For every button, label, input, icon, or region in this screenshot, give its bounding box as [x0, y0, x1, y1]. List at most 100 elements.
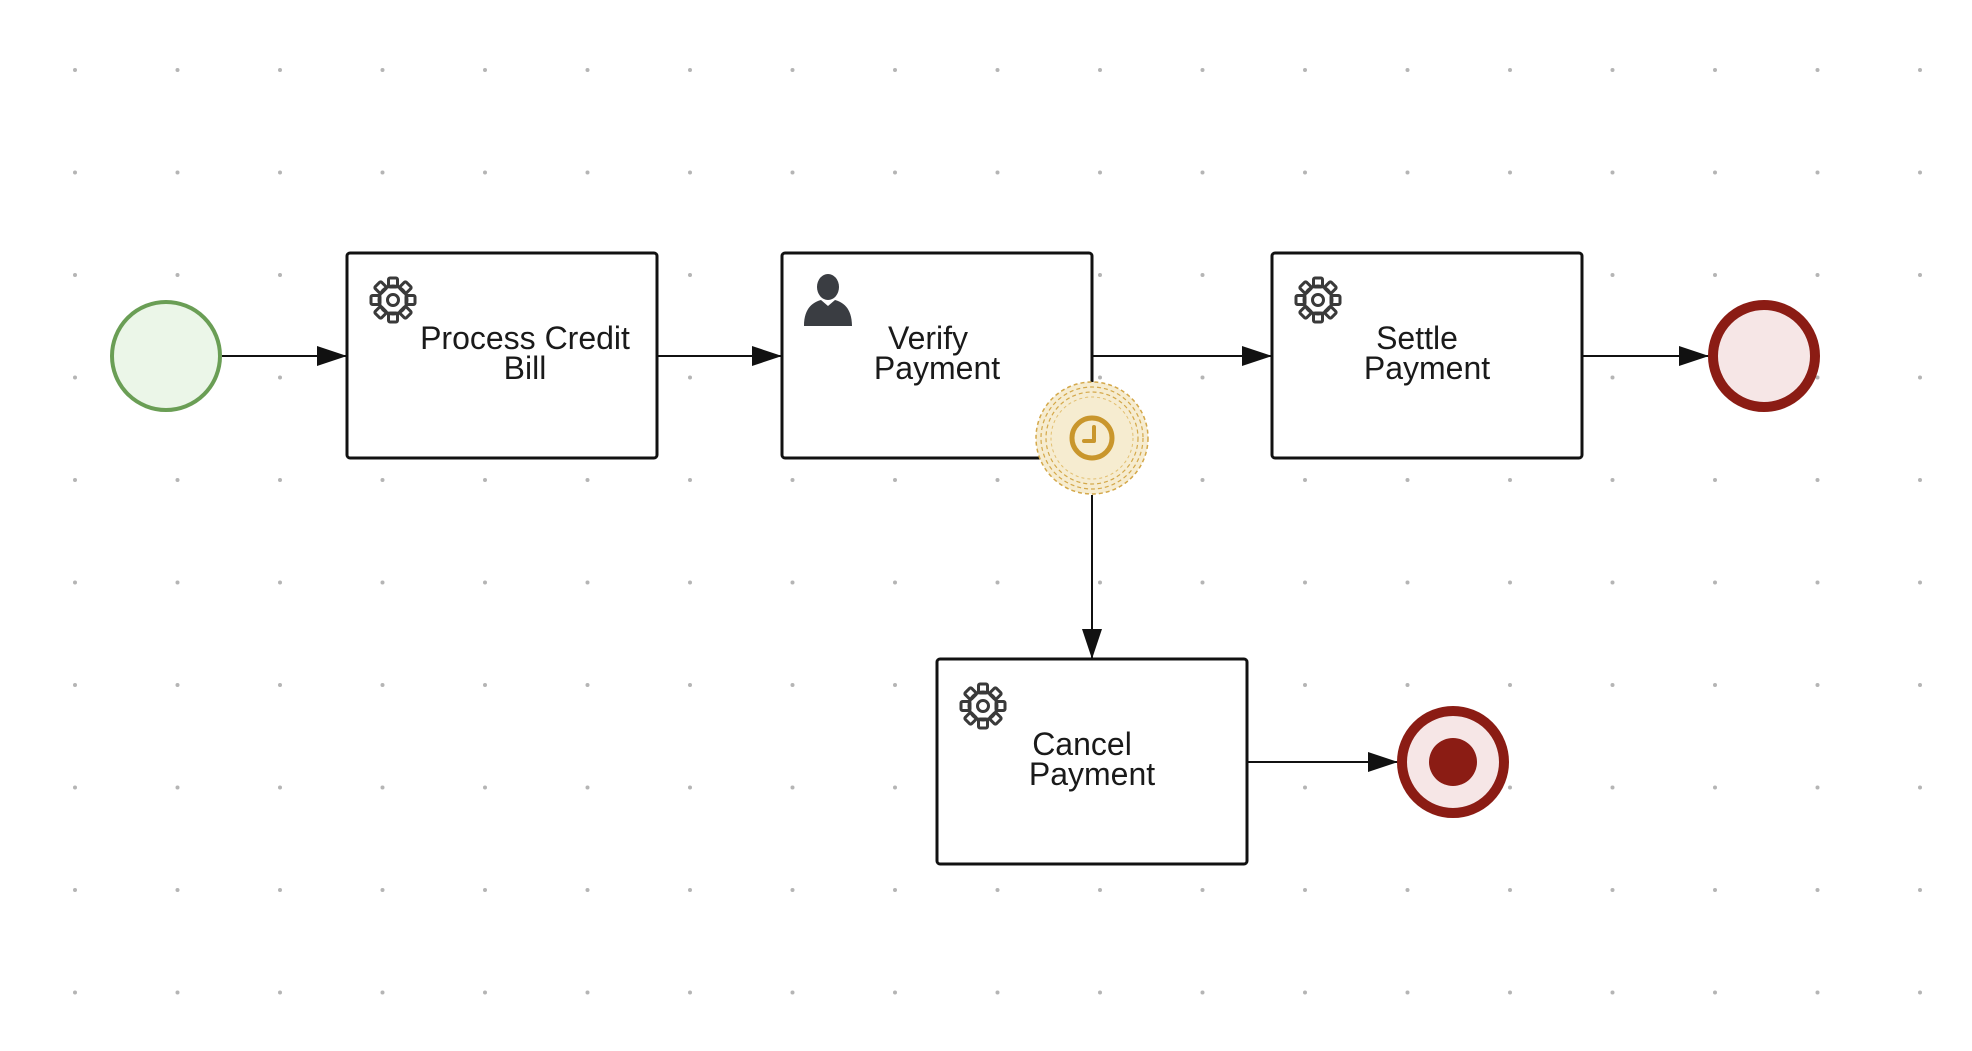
- grid-dot: [73, 990, 77, 995]
- grid-dot: [1405, 580, 1410, 585]
- grid-dot: [995, 990, 1000, 995]
- grid-dot: [1918, 580, 1922, 585]
- grid-dot: [175, 683, 180, 687]
- grid-dot: [483, 478, 487, 482]
- grid-dot: [73, 888, 77, 892]
- grid-dot: [893, 990, 897, 995]
- grid-dot: [1815, 170, 1820, 175]
- grid-dot: [483, 683, 487, 687]
- grid-dot: [790, 683, 795, 687]
- grid-dot: [1815, 273, 1820, 277]
- grid-dot: [1303, 478, 1307, 482]
- grid-dot: [1610, 375, 1615, 380]
- end-event[interactable]: [1708, 300, 1820, 412]
- grid-dot: [175, 990, 180, 995]
- grid-dot: [483, 170, 487, 175]
- grid-dot: [688, 990, 692, 995]
- grid-dot: [995, 68, 1000, 72]
- grid-dot: [73, 68, 77, 72]
- grid-dot: [380, 888, 385, 892]
- grid-dot: [1303, 888, 1307, 892]
- grid-dot: [1918, 990, 1922, 995]
- grid-dot: [1098, 68, 1102, 72]
- grid-dot: [893, 683, 897, 687]
- grid-dot: [585, 478, 590, 482]
- grid-dot: [73, 375, 77, 380]
- grid-dot: [1815, 478, 1820, 482]
- grid-dot: [380, 683, 385, 687]
- grid-dot: [278, 785, 282, 790]
- grid-dot: [1713, 888, 1717, 892]
- grid-dot: [73, 478, 77, 482]
- grid-dot: [893, 785, 897, 790]
- grid-dot: [175, 68, 180, 72]
- grid-dot: [995, 888, 1000, 892]
- grid-dot: [278, 375, 282, 380]
- task-verify-payment[interactable]: Verify Payment: [780, 251, 1094, 460]
- grid-dot: [1815, 683, 1820, 687]
- grid-dot: [278, 478, 282, 482]
- grid-dot: [1200, 273, 1205, 277]
- grid-dot: [175, 580, 180, 585]
- grid-dot: [1098, 990, 1102, 995]
- grid-dot: [585, 888, 590, 892]
- grid-dot: [1303, 785, 1307, 790]
- task-label-line1: Cancel: [1032, 726, 1132, 762]
- grid-dot: [175, 170, 180, 175]
- grid-dot: [1508, 683, 1512, 687]
- start-event[interactable]: [110, 300, 222, 412]
- grid-dot: [1815, 888, 1820, 892]
- grid-dot: [688, 375, 692, 380]
- grid-dot: [1713, 785, 1717, 790]
- grid-dot: [1200, 170, 1205, 175]
- grid-dot: [483, 990, 487, 995]
- grid-dot: [1918, 68, 1922, 72]
- grid-dot: [893, 888, 897, 892]
- grid-dot: [1610, 990, 1615, 995]
- grid-dot: [73, 170, 77, 175]
- terminate-end-event[interactable]: [1397, 706, 1509, 818]
- grid-dot: [790, 990, 795, 995]
- grid-dot: [1815, 990, 1820, 995]
- grid-dot: [1508, 580, 1512, 585]
- grid-dot: [1610, 785, 1615, 790]
- grid-dot: [278, 990, 282, 995]
- grid-dot: [1405, 990, 1410, 995]
- grid-dot: [1713, 273, 1717, 277]
- grid-dot: [1098, 580, 1102, 585]
- grid-dot: [1610, 273, 1615, 277]
- grid-dot: [1508, 785, 1512, 790]
- task-process-credit-bill[interactable]: Process Credit Bill: [345, 251, 659, 460]
- task-cancel-payment[interactable]: Cancel Payment: [935, 657, 1249, 866]
- grid-dot: [1918, 785, 1922, 790]
- grid-dot: [1610, 683, 1615, 687]
- grid-dot: [790, 478, 795, 482]
- grid-dot: [585, 785, 590, 790]
- grid-dot: [790, 785, 795, 790]
- grid-dot: [1713, 68, 1717, 72]
- grid-dot: [1508, 990, 1512, 995]
- grid-dot: [1815, 375, 1820, 380]
- task-settle-payment[interactable]: Settle Payment: [1270, 251, 1584, 460]
- grid-dot: [278, 580, 282, 585]
- grid-dot: [995, 478, 1000, 482]
- grid-dot: [483, 888, 487, 892]
- grid-dot: [1610, 580, 1615, 585]
- grid-dot: [1918, 375, 1922, 380]
- grid-dot: [1918, 683, 1922, 687]
- task-label-line1: Settle: [1376, 320, 1458, 356]
- grid-dot: [688, 785, 692, 790]
- task-label-line2: Bill: [504, 350, 547, 386]
- grid-dot: [1098, 273, 1102, 277]
- grid-dot: [1200, 888, 1205, 892]
- grid-dot: [1610, 478, 1615, 482]
- grid-dot: [380, 580, 385, 585]
- grid-dot: [1713, 170, 1717, 175]
- grid-dot: [688, 580, 692, 585]
- timer-boundary-event[interactable]: [1035, 381, 1149, 495]
- grid-dot: [1303, 990, 1307, 995]
- grid-dot: [73, 785, 77, 790]
- grid-dot: [483, 580, 487, 585]
- grid-dot: [893, 580, 897, 585]
- user-icon: [804, 274, 852, 326]
